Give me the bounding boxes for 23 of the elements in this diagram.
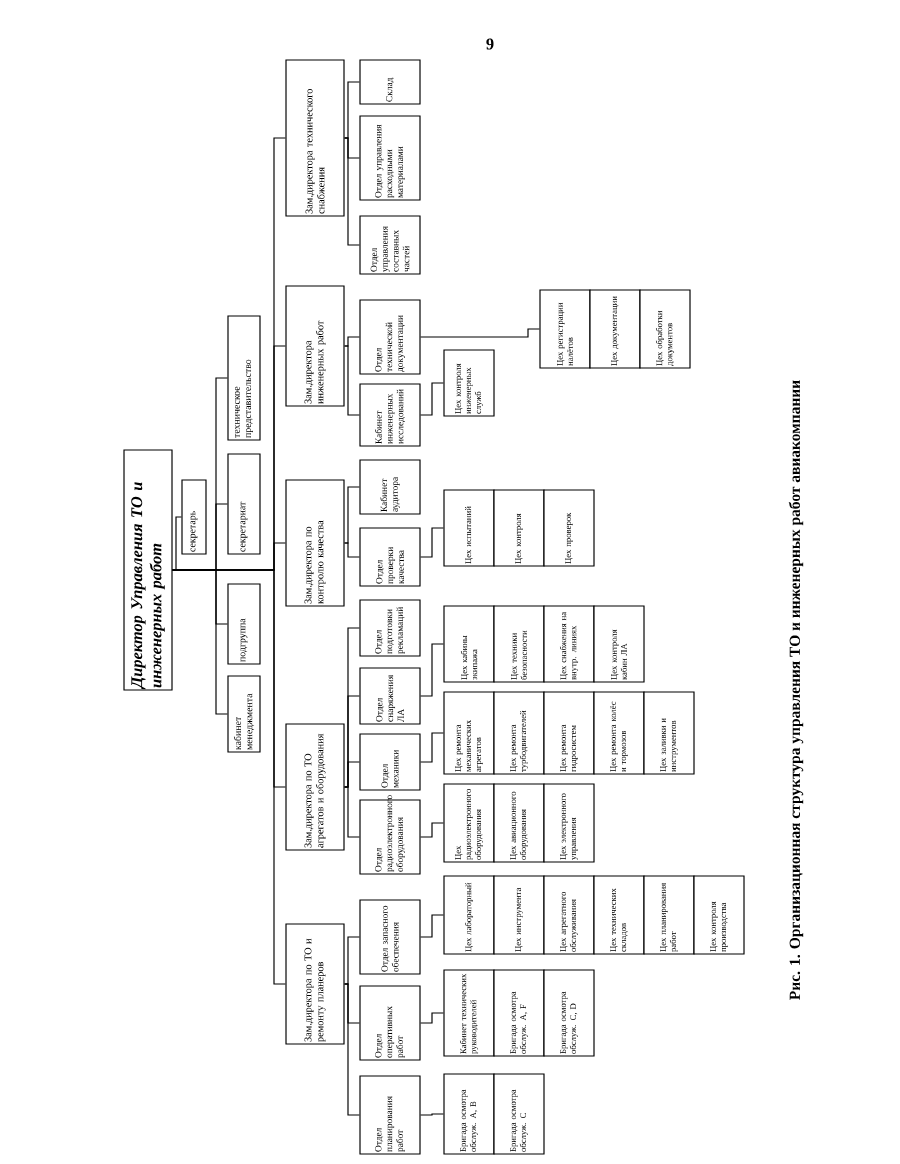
connector-line <box>344 81 360 139</box>
connector-line <box>344 542 360 558</box>
connector-line <box>344 486 360 544</box>
connector-line <box>172 137 286 571</box>
connector-line <box>420 914 444 938</box>
connector-line <box>420 382 444 416</box>
connector-line <box>344 983 360 1024</box>
connector-line <box>420 822 444 838</box>
connector-line <box>420 732 444 763</box>
connector-line <box>344 786 360 838</box>
connector-line <box>344 936 360 985</box>
connector-line <box>420 1113 444 1116</box>
director-box: Директор Управления ТО и инженерных работ <box>123 449 173 691</box>
connector-line <box>420 328 540 338</box>
connector-line <box>344 627 360 788</box>
connector-line <box>344 137 360 159</box>
connector-line <box>420 643 444 697</box>
page-number: 9 <box>486 38 494 50</box>
connector-line <box>420 1012 444 1024</box>
connector-line <box>420 527 444 558</box>
connector-line <box>344 336 360 347</box>
connector-line <box>344 345 360 416</box>
connector-line <box>172 516 182 571</box>
